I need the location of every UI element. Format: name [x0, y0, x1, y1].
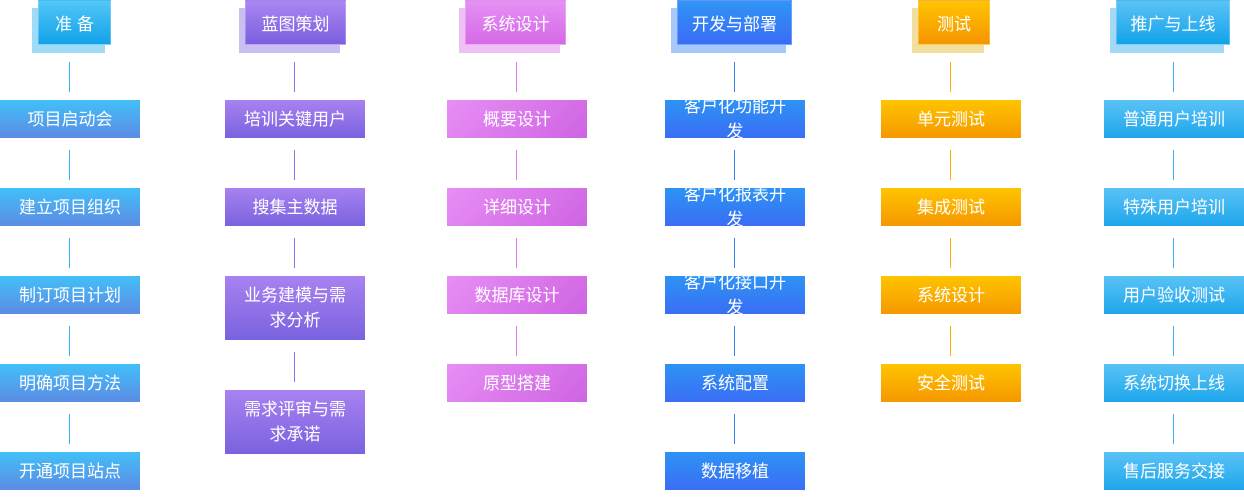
task-label: 客户化接口开发	[684, 273, 786, 317]
connector-line	[1173, 326, 1174, 356]
connector-line	[950, 326, 951, 356]
task-box[interactable]: 制订项目计划	[0, 276, 140, 314]
task-box[interactable]: 集成测试	[881, 188, 1021, 226]
task-label: 客户化报表开发	[684, 185, 786, 229]
phase-column: 开发与部署客户化功能开发客户化报表开发客户化接口开发系统配置数据移植	[665, 0, 805, 498]
phase-column: 系统设计概要设计详细设计数据库设计原型搭建	[447, 0, 587, 498]
task-label: 原型搭建	[483, 373, 551, 393]
task-label: 系统设计	[917, 285, 985, 305]
phase-header[interactable]: 蓝图策划	[245, 0, 346, 45]
task-label: 详细设计	[483, 197, 551, 217]
connector-line	[734, 414, 735, 444]
connector-line	[69, 238, 70, 268]
task-box[interactable]: 单元测试	[881, 100, 1021, 138]
connector-line	[294, 150, 295, 180]
task-box[interactable]: 数据库设计	[447, 276, 587, 314]
task-box[interactable]: 系统切换上线	[1104, 364, 1244, 402]
connector-line	[734, 150, 735, 180]
connector-line	[734, 238, 735, 268]
connector-line	[1173, 238, 1174, 268]
phase-column: 蓝图策划培训关键用户搜集主数据业务建模与需求分析需求评审与需求承诺	[225, 0, 365, 498]
task-label: 售后服务交接	[1123, 461, 1225, 481]
connector-line	[950, 238, 951, 268]
connector-line	[734, 326, 735, 356]
phase-header[interactable]: 系统设计	[465, 0, 566, 45]
task-label: 特殊用户培训	[1123, 197, 1225, 217]
connector-line	[950, 150, 951, 180]
phase-header[interactable]: 准 备	[38, 0, 111, 45]
connector-line	[516, 326, 517, 356]
task-label: 系统切换上线	[1123, 373, 1225, 393]
phase-header[interactable]: 开发与部署	[677, 0, 792, 45]
task-label: 客户化功能开发	[684, 97, 786, 141]
task-box[interactable]: 普通用户培训	[1104, 100, 1244, 138]
task-label: 明确项目方法	[19, 373, 121, 393]
connector-line	[294, 352, 295, 382]
task-box[interactable]: 客户化功能开发	[665, 97, 805, 141]
task-box[interactable]: 数据移植	[665, 452, 805, 490]
task-label: 概要设计	[483, 109, 551, 129]
task-label: 培训关键用户	[244, 109, 346, 129]
task-label: 系统配置	[701, 373, 769, 393]
connector-line	[69, 326, 70, 356]
connector-line	[294, 238, 295, 268]
phase-column: 测试单元测试集成测试系统设计安全测试	[881, 0, 1021, 498]
task-box[interactable]: 特殊用户培训	[1104, 188, 1244, 226]
connector-line	[69, 414, 70, 444]
task-box[interactable]: 用户验收测试	[1104, 276, 1244, 314]
connector-line	[294, 62, 295, 92]
task-box[interactable]: 概要设计	[447, 100, 587, 138]
task-box[interactable]: 安全测试	[881, 364, 1021, 402]
task-label: 单元测试	[917, 109, 985, 129]
task-box[interactable]: 明确项目方法	[0, 364, 140, 402]
task-label: 普通用户培训	[1123, 109, 1225, 129]
phase-column: 推广与上线普通用户培训特殊用户培训用户验收测试系统切换上线售后服务交接	[1104, 0, 1244, 498]
task-label: 项目启动会	[27, 109, 113, 129]
task-label: 搜集主数据	[252, 197, 338, 217]
connector-line	[1173, 414, 1174, 444]
phase-header[interactable]: 测试	[918, 0, 990, 45]
connector-line	[1173, 150, 1174, 180]
connector-line	[1173, 62, 1174, 92]
task-box[interactable]: 客户化接口开发	[665, 273, 805, 317]
connector-line	[69, 150, 70, 180]
task-box[interactable]: 系统设计	[881, 276, 1021, 314]
task-label: 数据移植	[701, 461, 769, 481]
task-box[interactable]: 详细设计	[447, 188, 587, 226]
task-label: 业务建模与需求分析	[244, 286, 346, 330]
task-box[interactable]: 系统配置	[665, 364, 805, 402]
task-label: 数据库设计	[474, 285, 560, 305]
phase-header[interactable]: 推广与上线	[1116, 0, 1230, 45]
connector-line	[734, 62, 735, 92]
task-box[interactable]: 搜集主数据	[225, 188, 365, 226]
connector-line	[516, 150, 517, 180]
task-label: 集成测试	[917, 197, 985, 217]
task-box[interactable]: 客户化报表开发	[665, 185, 805, 229]
task-label: 制订项目计划	[19, 285, 121, 305]
connector-line	[516, 238, 517, 268]
task-label: 建立项目组织	[19, 197, 121, 217]
task-label: 开通项目站点	[19, 461, 121, 481]
connector-line	[950, 62, 951, 92]
task-label: 安全测试	[917, 373, 985, 393]
phase-column: 准 备项目启动会建立项目组织制订项目计划明确项目方法开通项目站点	[0, 0, 140, 498]
task-box[interactable]: 需求评审与需求承诺	[225, 390, 365, 454]
task-box[interactable]: 业务建模与需求分析	[225, 276, 365, 340]
task-box[interactable]: 培训关键用户	[225, 100, 365, 138]
task-label: 用户验收测试	[1123, 285, 1225, 305]
task-box[interactable]: 项目启动会	[0, 100, 140, 138]
task-label: 需求评审与需求承诺	[244, 400, 346, 444]
task-box[interactable]: 建立项目组织	[0, 188, 140, 226]
connector-line	[69, 62, 70, 92]
connector-line	[516, 62, 517, 92]
task-box[interactable]: 售后服务交接	[1104, 452, 1244, 490]
task-box[interactable]: 原型搭建	[447, 364, 587, 402]
task-box[interactable]: 开通项目站点	[0, 452, 140, 490]
